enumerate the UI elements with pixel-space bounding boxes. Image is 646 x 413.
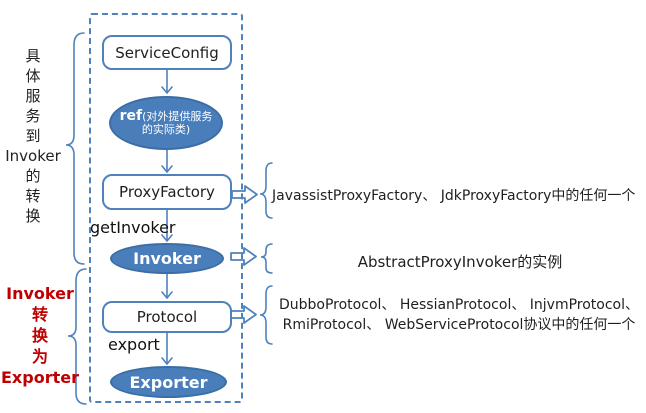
node-service-config-label: ServiceConfig: [115, 43, 219, 62]
node-exporter-label: Exporter: [129, 372, 208, 392]
right-brace-proxyfactory: [259, 162, 273, 219]
node-protocol-label: Protocol: [136, 308, 198, 326]
label-export: export: [108, 335, 160, 354]
node-ref: ref(对外提供服务的实际类): [109, 96, 223, 150]
node-proxy-factory: ProxyFactory: [102, 174, 232, 210]
label-get-invoker: getInvoker: [90, 218, 176, 237]
left-brace-top-section: [65, 32, 85, 265]
ref-prefix-text: ref: [119, 108, 143, 124]
annotation-protocol-implementations: DubboProtocol、 HessianProtocol、 InjvmPro…: [278, 297, 640, 333]
node-service-config: ServiceConfig: [102, 35, 232, 70]
node-ref-label: ref(对外提供服务的实际类): [118, 108, 214, 136]
annotation-proxy-factory-implementations: JavassistProxyFactory、 JdkProxyFactory中的…: [272, 188, 636, 204]
label-invoker-to-exporter: Invoker 转 换 为 Exporter: [1, 284, 79, 387]
right-brace-invoker: [260, 243, 273, 274]
ref-description-text: (对外提供服务的实际类): [141, 110, 213, 136]
node-invoker: Invoker: [110, 243, 224, 274]
node-protocol: Protocol: [102, 301, 232, 333]
node-invoker-label: Invoker: [133, 249, 201, 268]
node-exporter: Exporter: [110, 366, 227, 398]
annotation-invoker-implementation: AbstractProxyInvoker的实例: [357, 253, 563, 271]
node-proxy-factory-label: ProxyFactory: [119, 183, 215, 201]
dashed-boundary-box: [89, 13, 243, 403]
label-specific-service-to-invoker: 具 体 服 务 到 Invoker 的 转 换: [5, 47, 61, 225]
